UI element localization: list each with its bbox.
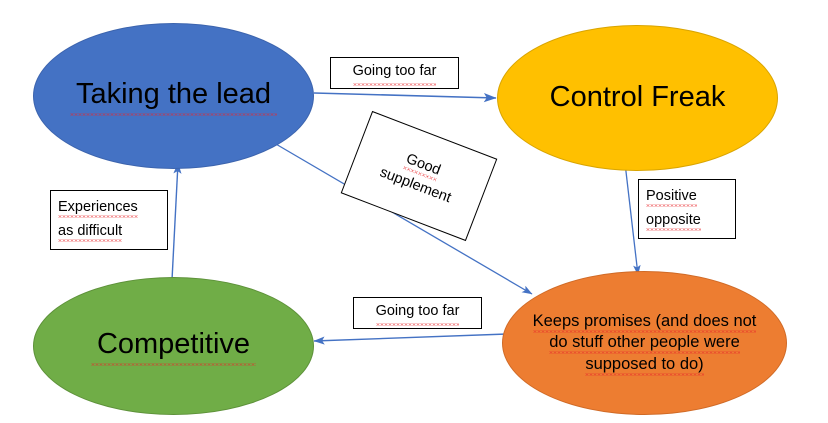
edge-label-going-too-far-top[interactable]: Going too far [330, 57, 459, 89]
edge-competitive-to-taking-the-lead [171, 162, 182, 281]
edge-taking-the-lead-to-control-freak [313, 92, 497, 103]
node-keeps-promises-line-1: Keeps promises (and does not [532, 312, 757, 333]
edge-label-going-too-far-bottom[interactable]: Going too far [353, 297, 482, 329]
node-control-freak-label: Control Freak [549, 81, 726, 114]
node-keeps-promises-line-3: supposed to do) [585, 354, 704, 376]
node-competitive-label: Competitive [91, 325, 256, 366]
node-keeps-promises[interactable]: Keeps promises (and does not do stuff ot… [502, 271, 787, 415]
edge-label-experiences-as-difficult-line-2: as difficult [58, 223, 123, 242]
edge-label-positive-opposite-text: Positive opposite [646, 185, 701, 233]
node-taking-the-lead-label: Taking the lead [70, 75, 277, 116]
edge-label-going-too-far-bottom-text: Going too far [375, 300, 460, 325]
edge-label-good-supplement-text: Good supplement [376, 142, 462, 209]
edge-control-freak-to-keeps-promises [624, 162, 641, 276]
edge-taking-the-lead-to-keeps-promises [268, 139, 533, 295]
node-keeps-promises-line-2: do stuff other people were [549, 333, 740, 354]
edge-label-experiences-as-difficult-text: Experiences as difficult [58, 196, 138, 244]
edge-label-positive-opposite[interactable]: Positive opposite [638, 179, 736, 239]
edge-keeps-promises-to-competitive [313, 333, 508, 345]
edge-label-going-too-far-top-text: Going too far [352, 60, 437, 85]
node-control-freak[interactable]: Control Freak [497, 25, 778, 171]
edge-label-positive-opposite-line-1: Positive [646, 188, 697, 207]
node-taking-the-lead[interactable]: Taking the lead [33, 23, 314, 169]
node-competitive[interactable]: Competitive [33, 277, 314, 415]
edge-label-positive-opposite-line-2: opposite [646, 212, 701, 231]
node-keeps-promises-label: Keeps promises (and does not do stuff ot… [519, 311, 771, 374]
edge-label-experiences-as-difficult[interactable]: Experiences as difficult [50, 190, 168, 250]
edge-label-experiences-as-difficult-line-1: Experiences [58, 199, 138, 218]
